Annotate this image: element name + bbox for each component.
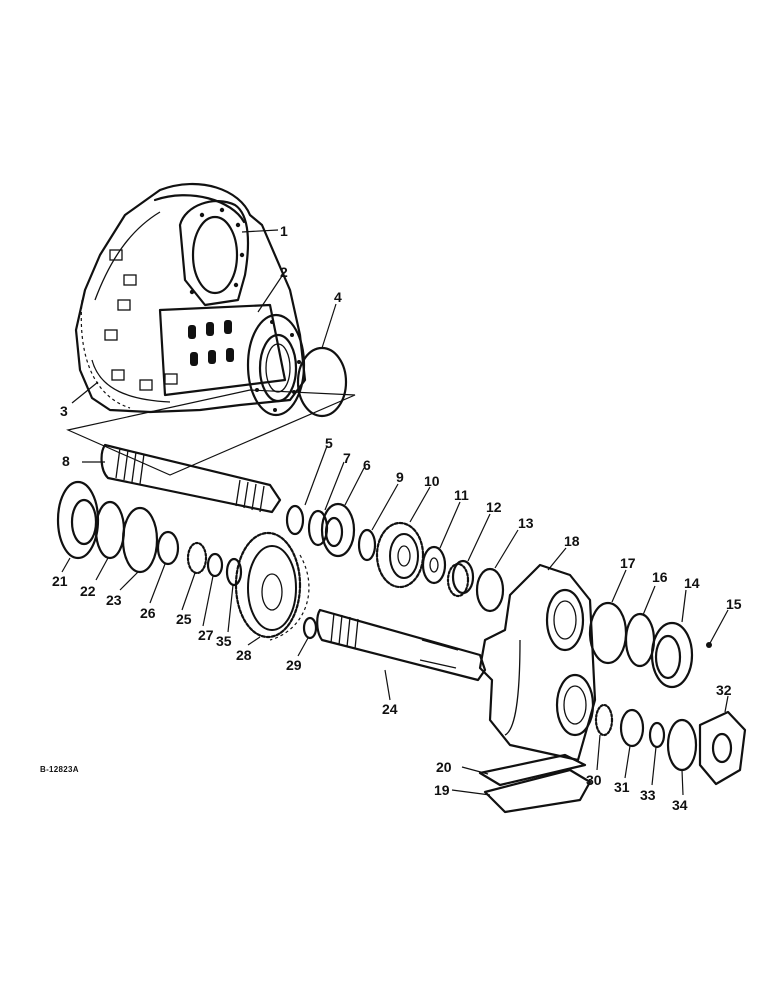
flanged-hub-6	[320, 502, 356, 558]
ring-33	[648, 721, 666, 749]
callout-15: 15	[726, 596, 742, 612]
callout-12: 12	[486, 499, 502, 515]
callout-29: 29	[286, 657, 302, 673]
o-ring-34	[666, 718, 698, 772]
output-shaft-24	[316, 608, 487, 682]
callout-2: 2	[280, 264, 288, 280]
clutch-housing	[74, 182, 307, 417]
callout-10: 10	[424, 473, 440, 489]
gasket-20	[478, 753, 587, 787]
bearing-cone-30	[594, 703, 614, 737]
callout-9: 9	[396, 469, 404, 485]
callout-5: 5	[325, 435, 333, 451]
callout-14: 14	[684, 575, 700, 591]
callout-33: 33	[640, 787, 656, 803]
ring-29	[302, 616, 318, 640]
callout-6: 6	[363, 457, 371, 473]
o-ring-16	[624, 612, 656, 668]
bearing-cup-26	[156, 530, 180, 566]
callout-26: 26	[140, 605, 156, 621]
callout-28: 28	[236, 647, 252, 663]
figure-reference: B-12823A	[40, 765, 79, 774]
callout-21: 21	[52, 573, 68, 589]
callout-18: 18	[564, 533, 580, 549]
gear-10	[375, 521, 425, 589]
callout-17: 17	[620, 555, 636, 571]
callout-25: 25	[176, 611, 192, 627]
callout-11: 11	[454, 487, 469, 503]
ring-9	[357, 528, 377, 562]
callout-20: 20	[436, 759, 452, 775]
callout-labels: 1 2 3 4 5 6 7 8 9 10 11 12 13 14 15 16 1…	[52, 223, 742, 813]
transfer-case-18	[478, 563, 597, 762]
callout-32: 32	[716, 682, 732, 698]
callout-8: 8	[62, 453, 70, 469]
cover-32	[698, 710, 747, 786]
callout-34: 34	[672, 797, 688, 813]
bearing-cup-13	[475, 567, 505, 613]
callout-7: 7	[343, 450, 351, 466]
callout-35: 35	[216, 633, 232, 649]
bearing-cone-12	[446, 559, 475, 598]
callout-19: 19	[434, 782, 450, 798]
callout-22: 22	[80, 583, 96, 599]
bearing-cup-31	[619, 708, 645, 748]
pan-19	[483, 768, 592, 814]
gasket-17	[588, 601, 628, 665]
callout-31: 31	[614, 779, 630, 795]
bearing-cap-14	[650, 621, 694, 689]
callout-24: 24	[382, 701, 398, 717]
callout-30: 30	[586, 772, 602, 788]
callout-3: 3	[60, 403, 68, 419]
callout-16: 16	[652, 569, 668, 585]
o-ring-22	[94, 500, 126, 560]
leader-lines	[61, 229, 729, 796]
seal-retainer-21	[56, 480, 100, 560]
alignment-plane	[66, 389, 356, 476]
washer-11	[421, 545, 447, 585]
o-ring-4	[296, 346, 348, 418]
callout-27: 27	[198, 627, 214, 643]
ring-35	[225, 557, 243, 587]
bearing-cone-25	[186, 541, 208, 575]
main-shaft-8	[100, 443, 282, 514]
callout-1: 1	[280, 223, 288, 239]
washer-27	[206, 552, 224, 578]
callout-13: 13	[518, 515, 534, 531]
callout-4: 4	[334, 289, 342, 305]
gasket-23	[121, 506, 159, 574]
callout-23: 23	[106, 592, 122, 608]
gear-28	[234, 531, 310, 641]
snap-ring-5	[285, 504, 305, 536]
